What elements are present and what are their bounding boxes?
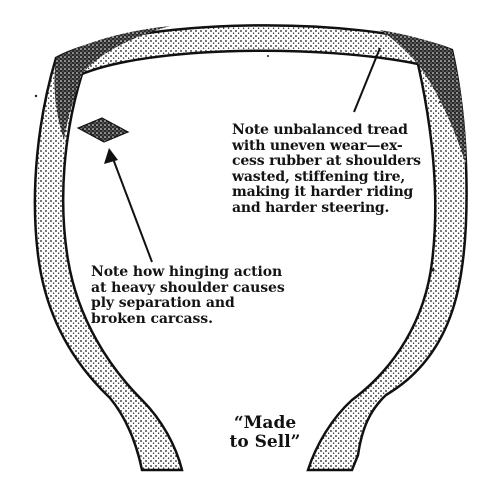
tread-note-leader-line — [354, 48, 380, 112]
tread-wear-note: Note unbalanced tread with uneven wear—e… — [232, 123, 472, 216]
hinging-action-note: Note how hinging action at heavy shoulde… — [91, 265, 311, 327]
print-speck — [439, 101, 441, 103]
print-speck — [431, 268, 434, 271]
hinge-note-arrowhead — [104, 148, 118, 164]
print-speck — [35, 95, 37, 97]
hinge-note-leader-line — [112, 156, 152, 262]
ply-separation-mark — [78, 118, 128, 142]
tire-carcass — [35, 25, 467, 470]
made-to-sell-caption: “Made to Sell” — [205, 414, 325, 452]
print-speck — [267, 55, 269, 57]
